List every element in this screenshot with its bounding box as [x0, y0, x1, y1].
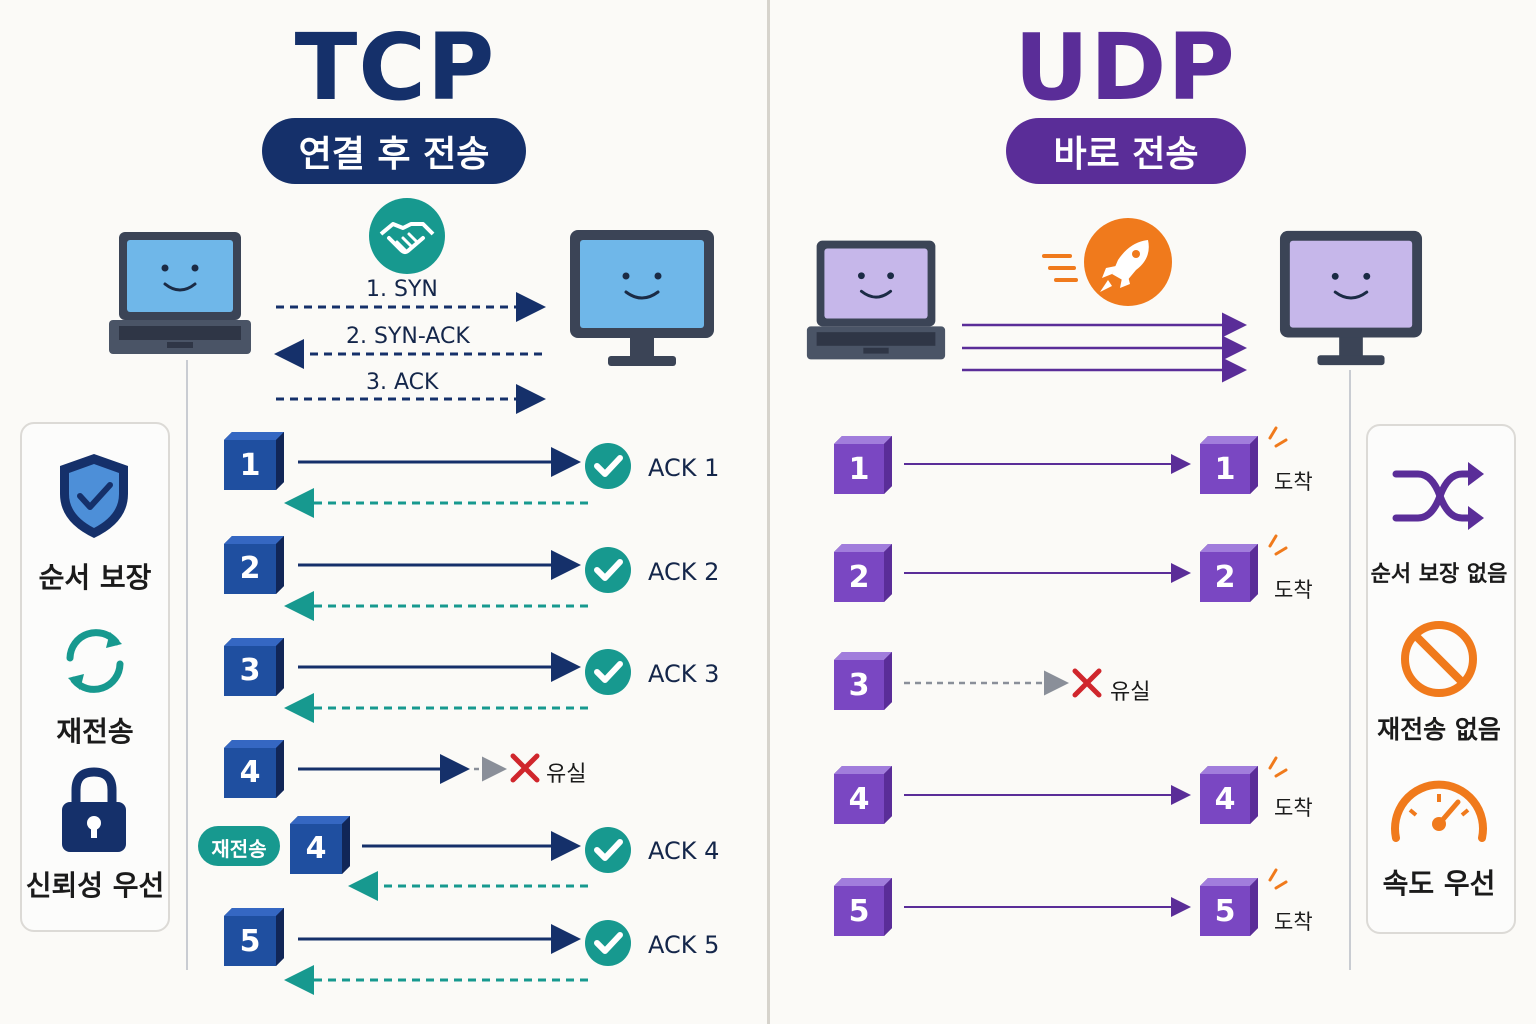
- tcp-packet-num: 3: [239, 653, 261, 688]
- udp-feature-no-retransmit: 재전송 없음: [1377, 715, 1501, 744]
- rocket-icon: [1042, 218, 1172, 306]
- handshake-step-3: 3. ACK: [366, 370, 439, 395]
- udp-packet-num: 4: [848, 782, 870, 817]
- tcp-row-5: [224, 908, 631, 995]
- padlock-icon: [62, 767, 126, 852]
- udp-subtitle-badge: 바로 전송: [1006, 118, 1246, 184]
- tcp-feature-order: 순서 보장: [38, 561, 152, 594]
- refresh-cycle-icon: [66, 629, 124, 693]
- tcp-row-2: [224, 536, 631, 621]
- tcp-row-1: [224, 432, 631, 518]
- udp-lost-label: 유실: [1110, 680, 1151, 705]
- prohibited-icon: [1401, 621, 1477, 697]
- arrived-label: 도착: [1274, 578, 1313, 602]
- tcp-packet-rows: [198, 432, 770, 995]
- tcp-timeline-line: [186, 360, 188, 970]
- tcp-row-3: [224, 638, 631, 723]
- tcp-packet-num: 1: [239, 448, 261, 483]
- center-divider: [767, 0, 770, 1024]
- udp-packet-num: 1: [848, 452, 870, 487]
- ack-label: ACK 5: [648, 931, 720, 959]
- handshake-icon: [369, 198, 445, 274]
- udp-row-4: [834, 756, 1288, 824]
- tcp-feature-reliability: 신뢰성 우선: [25, 869, 165, 902]
- tcp-lost-label: 유실: [546, 762, 587, 787]
- retransmit-badge: 재전송: [211, 837, 267, 861]
- udp-features-panel: [1366, 424, 1516, 934]
- udp-packet-num: 5: [848, 894, 870, 929]
- tcp-packet-num: 4: [239, 755, 261, 790]
- speedometer-icon: [1391, 780, 1487, 842]
- udp-packet-num: 5: [1214, 894, 1236, 929]
- udp-row-2: [834, 534, 1288, 602]
- udp-row-5: [834, 868, 1288, 936]
- udp-packet-num: 4: [1214, 782, 1236, 817]
- udp-title: UDP: [1014, 14, 1236, 121]
- shield-check-icon: [60, 454, 128, 538]
- udp-packet-num: 1: [1214, 452, 1236, 487]
- udp-row-3-lost: [834, 652, 1102, 710]
- udp-stream-arrows: [962, 312, 1247, 383]
- shuffle-icon: [1392, 462, 1484, 530]
- udp-packet-num: 2: [848, 560, 870, 595]
- udp-row-1: [834, 426, 1288, 494]
- tcp-feature-retransmit: 재전송: [56, 715, 134, 748]
- handshake-step-1: 1. SYN: [366, 277, 438, 302]
- udp-timeline-line: [1349, 370, 1351, 970]
- laptop-icon: [806, 240, 946, 360]
- ack-label: ACK 2: [648, 558, 720, 586]
- tcp-title: TCP: [294, 14, 496, 121]
- ack-label: ACK 4: [648, 837, 720, 865]
- arrived-label: 도착: [1274, 796, 1313, 820]
- monitor-icon: [1279, 230, 1423, 366]
- arrived-label: 도착: [1274, 470, 1313, 494]
- tcp-packet-num: 4: [305, 831, 327, 866]
- tcp-packet-num: 5: [239, 924, 261, 959]
- tcp-row-4-lost: [224, 740, 540, 798]
- arrived-label: 도착: [1274, 910, 1313, 934]
- udp-packet-num: 2: [1214, 560, 1236, 595]
- udp-feature-no-order: 순서 보장 없음: [1370, 562, 1508, 587]
- ack-label: ACK 3: [648, 660, 720, 688]
- tcp-subtitle-badge: 연결 후 전송: [262, 118, 526, 184]
- udp-packet-rows: [834, 426, 1288, 936]
- monitor-icon: [570, 230, 714, 366]
- handshake-arrows: [274, 292, 546, 414]
- laptop-icon: [109, 232, 251, 354]
- tcp-packet-num: 2: [239, 551, 261, 586]
- handshake-step-2: 2. SYN-ACK: [346, 324, 470, 349]
- tcp-row-4-retransmit: [198, 816, 631, 901]
- udp-packet-num: 3: [848, 668, 870, 703]
- ack-label: ACK 1: [648, 454, 720, 482]
- udp-feature-speed: 속도 우선: [1382, 867, 1496, 900]
